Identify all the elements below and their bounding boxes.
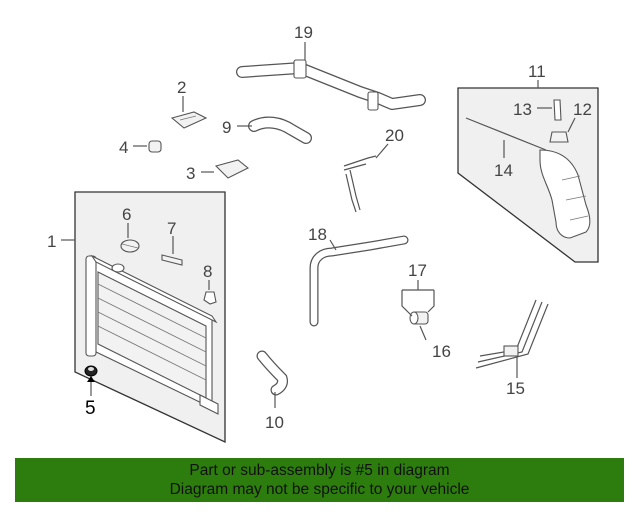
callout-3: 3 (186, 164, 195, 183)
callout-labels: 1 2 3 4 5 6 7 8 9 10 11 12 13 14 15 16 1… (47, 23, 592, 432)
reservoir-cap-part12 (549, 131, 569, 143)
radiator-assembly-group (74, 191, 226, 444)
fitting-part16 (409, 311, 429, 325)
callout-8: 8 (203, 262, 212, 281)
banner-line-disclaimer: Diagram may not be specific to your vehi… (169, 481, 470, 498)
callout-6: 6 (122, 205, 131, 224)
hose-part10 (256, 350, 288, 396)
grommet-part4 (148, 140, 162, 153)
bracket-part2 (170, 111, 208, 129)
clip-part8 (203, 291, 217, 305)
callout-5-highlighted: 5 (85, 398, 96, 419)
leader-lines (61, 42, 576, 408)
reservoir-hose-part14 (465, 117, 547, 151)
callout-17: 17 (408, 261, 427, 280)
callout-14: 14 (494, 161, 513, 180)
grommet-part5 (84, 365, 98, 377)
callout-20: 20 (385, 126, 404, 145)
callout-4: 4 (119, 138, 128, 157)
pipe-part19 (236, 59, 426, 111)
callout-13: 13 (513, 100, 532, 119)
callout-19: 19 (294, 23, 313, 42)
callout-18: 18 (308, 225, 327, 244)
callout-11: 11 (528, 62, 546, 81)
callout-7: 7 (167, 219, 176, 238)
reservoir-tank (539, 149, 591, 239)
hose-part20 (343, 155, 377, 213)
info-banner: Part or sub-assembly is #5 in diagram Di… (15, 458, 624, 502)
hose-part9 (248, 116, 312, 144)
callout-10: 10 (265, 413, 284, 432)
reservoir-assembly-group (457, 87, 599, 263)
callout-16: 16 (432, 342, 451, 361)
bracket-part7 (161, 254, 183, 266)
radiator-drawing (85, 254, 219, 415)
banner-line-part-number: Part or sub-assembly is #5 in diagram (189, 462, 450, 479)
callout-12: 12 (573, 100, 592, 119)
hose-part18 (309, 235, 409, 327)
callout-9: 9 (222, 118, 231, 137)
radiator-cap-part6 (120, 239, 140, 253)
callout-2: 2 (177, 78, 186, 97)
bracket-part3 (214, 159, 250, 179)
tubes-part15 (475, 299, 549, 369)
callout-1: 1 (47, 232, 56, 251)
callout-15: 15 (506, 379, 525, 398)
bracket-part13 (553, 99, 562, 121)
